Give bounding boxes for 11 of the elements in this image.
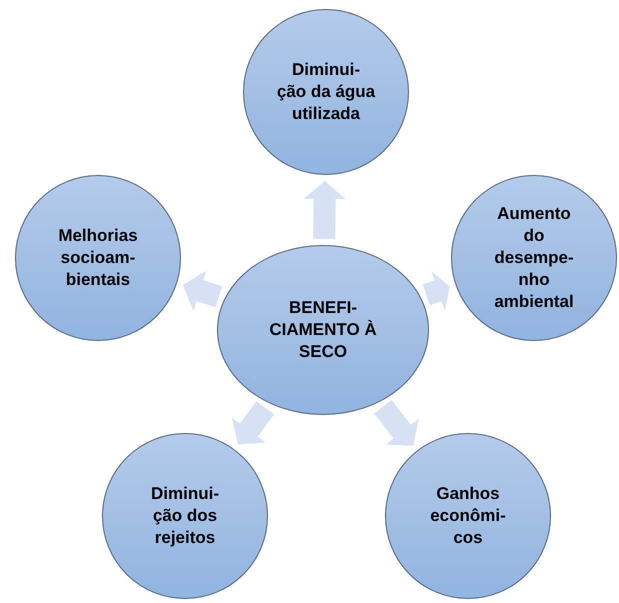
node-label: Diminui- ção dos rejeitos bbox=[150, 483, 220, 549]
node-label: BENEFI- CIAMENTO À SECO bbox=[268, 297, 378, 363]
block-arrow bbox=[422, 270, 450, 311]
node-label: Melhorias socioam- bientais bbox=[57, 225, 139, 291]
block-arrow bbox=[304, 181, 346, 240]
block-arrow bbox=[232, 401, 274, 444]
node-label: Diminui- ção da água utilizada bbox=[276, 59, 376, 125]
node-label: Aumento do desempe- nho ambiental bbox=[493, 203, 575, 313]
block-arrow bbox=[182, 270, 222, 311]
block-arrow bbox=[374, 400, 419, 446]
node-label: Ganhos econômi- cos bbox=[429, 483, 507, 549]
